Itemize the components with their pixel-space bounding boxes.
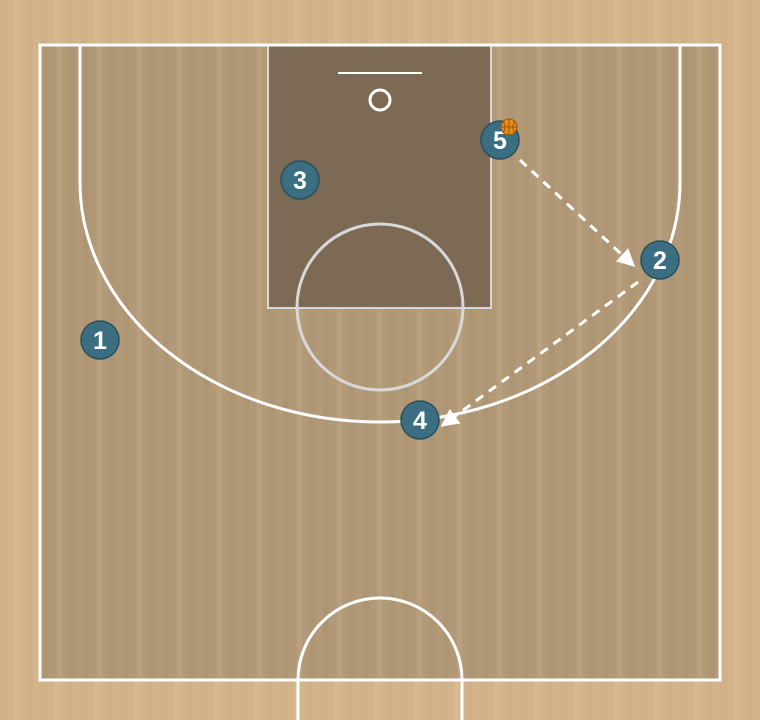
player-4-label: 4 [413, 407, 427, 435]
center-circle [296, 596, 464, 720]
player-4[interactable]: 4 [400, 400, 440, 440]
player-1-label: 1 [93, 327, 107, 355]
player-2-label: 2 [653, 247, 667, 275]
basketball-icon [500, 118, 518, 136]
player-3[interactable]: 3 [280, 160, 320, 200]
pass-line-2-to-4 [440, 280, 639, 427]
pass-line-5-to-2 [518, 158, 636, 268]
free-throw-circle [295, 222, 465, 392]
player-3-marker [280, 160, 320, 200]
player-1[interactable]: 1 [80, 320, 120, 360]
player-4-marker [400, 400, 440, 440]
court-boundary [38, 43, 722, 682]
player-2[interactable]: 2 [640, 240, 680, 280]
player-3-label: 3 [293, 167, 307, 195]
player-1-marker [80, 320, 120, 360]
basket-rim [368, 88, 392, 112]
player-2-marker [640, 240, 680, 280]
three-point-line [78, 45, 682, 424]
player-5-label: 5 [493, 127, 507, 155]
